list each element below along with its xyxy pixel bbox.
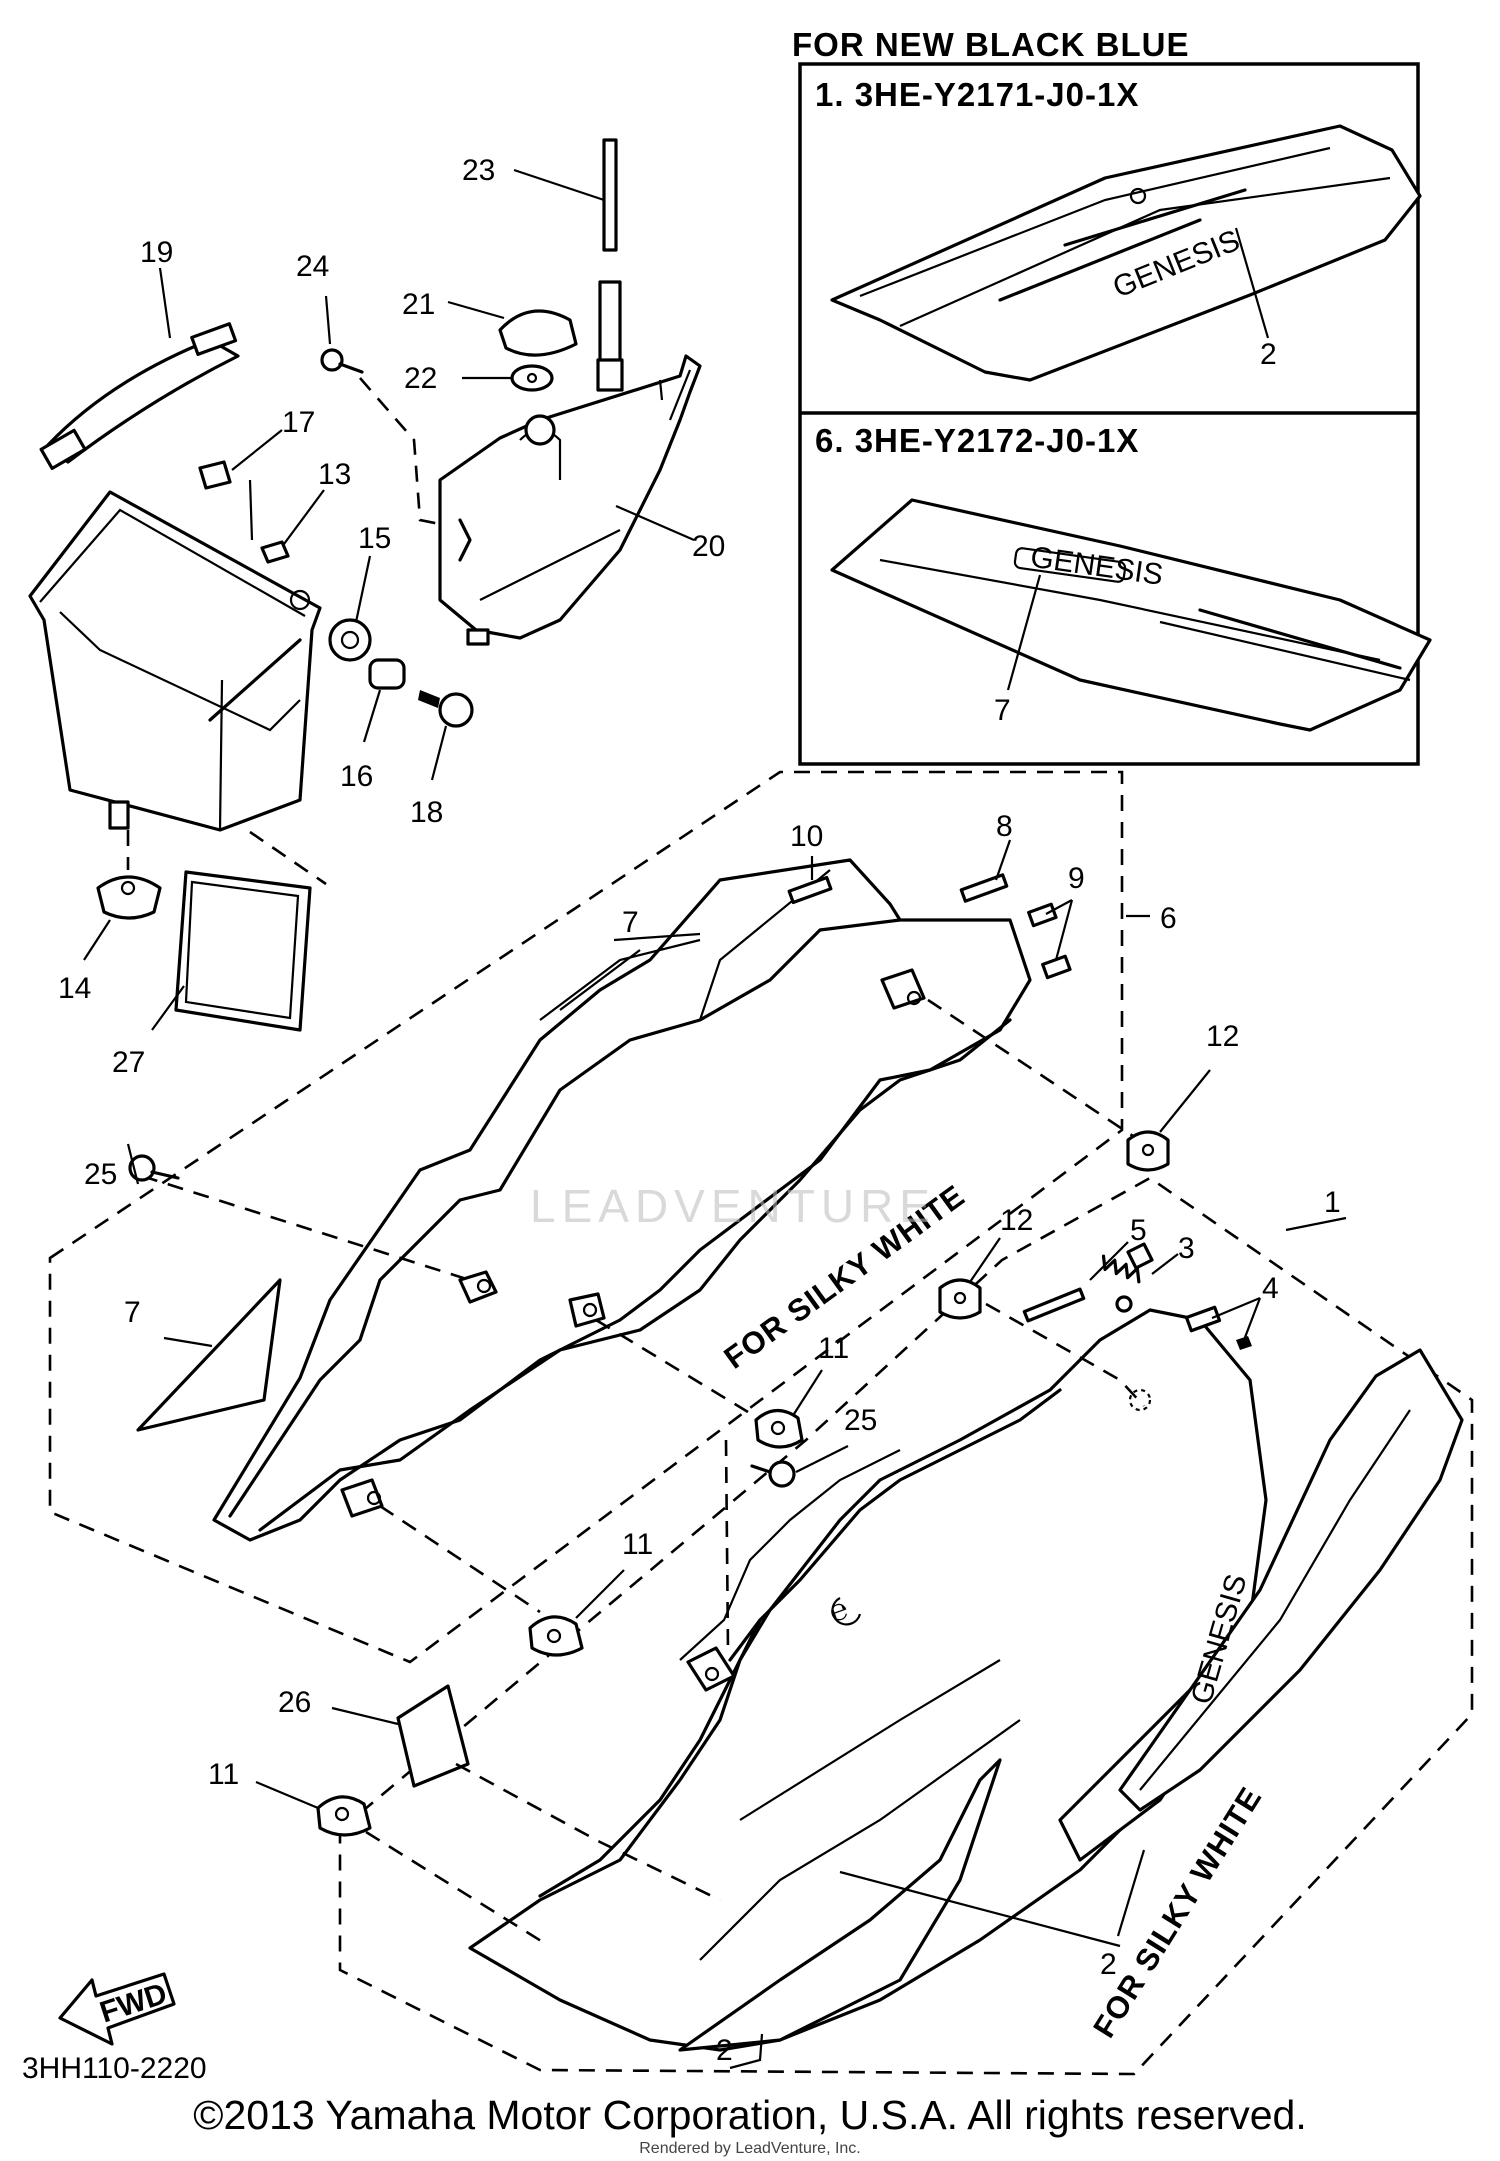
callout-20: 20 [692, 530, 725, 563]
side-cover-group-1: 1 ℮ GENESIS 2 2 5 3 [208, 1176, 1474, 2076]
callout-21: 21 [402, 288, 435, 321]
callout-5: 5 [1130, 1214, 1147, 1247]
callout-12-right: 12 [1206, 1020, 1239, 1053]
battery-pad [174, 870, 312, 1032]
callout-inset-7: 7 [994, 694, 1011, 727]
callout-24: 24 [296, 250, 329, 283]
callout-7-left: 7 [124, 1296, 141, 1329]
callout-11-centre: 11 [818, 1332, 849, 1365]
callout-2-right: 2 [1100, 1948, 1117, 1981]
reflector-26 [396, 1684, 470, 1788]
fwd-label: FWD [96, 1977, 171, 2029]
variant-inset-panel: FOR NEW BLACK BLUE 1. 3HE-Y2171-J0-1X 6.… [792, 26, 1432, 766]
callout-11-left: 11 [208, 1758, 239, 1791]
decal-7-left [136, 1278, 282, 1432]
watermark: LEADVENTURE [530, 1180, 936, 1232]
callout-26: 26 [278, 1686, 311, 1719]
callout-2-bottom: 2 [716, 2034, 733, 2067]
callout-6: 6 [1160, 902, 1177, 935]
callout-1: 1 [1324, 1186, 1341, 1219]
callout-22: 22 [404, 362, 437, 395]
callout-18: 18 [410, 796, 443, 829]
callout-9: 9 [1068, 862, 1085, 895]
battery-strap [46, 338, 240, 464]
callout-8: 8 [996, 810, 1013, 843]
callout-14: 14 [58, 972, 91, 1005]
callout-17: 17 [282, 406, 315, 439]
callout-25-left: 25 [84, 1158, 117, 1191]
callout-27: 27 [112, 1046, 145, 1079]
rendered-by-notice: Rendered by LeadVenture, Inc. [639, 2140, 861, 2157]
diagram-code: 3HH110-2220 [22, 2052, 207, 2085]
variant-6-label: 6. 3HE-Y2172-J0-1X [815, 422, 1139, 459]
callout-13: 13 [318, 458, 351, 491]
callout-23: 23 [462, 154, 495, 187]
fwd-arrow: FWD [58, 1972, 176, 2046]
battery-case [28, 490, 322, 832]
callout-25-centre: 25 [844, 1404, 877, 1437]
callout-11-middle: 11 [622, 1528, 653, 1561]
variant-1-label: 1. 3HE-Y2171-J0-1X [815, 76, 1139, 113]
copyright-notice: ©2013 Yamaha Motor Corporation, U.S.A. A… [193, 2092, 1307, 2138]
reservoir-assembly: 23 21 22 24 20 [296, 138, 725, 646]
upper-side-cover [212, 858, 1032, 1542]
callout-15: 15 [358, 522, 391, 555]
callout-7-upper: 7 [622, 906, 639, 939]
callout-16: 16 [340, 760, 373, 793]
callout-19: 19 [140, 236, 173, 269]
panel-header: FOR NEW BLACK BLUE [792, 26, 1189, 63]
callout-3: 3 [1178, 1232, 1195, 1265]
callout-inset-2: 2 [1260, 338, 1277, 371]
variant-1-side-cover: GENESIS 2 [830, 124, 1422, 382]
callout-12-left: 12 [1000, 1204, 1033, 1237]
callout-4: 4 [1262, 1272, 1279, 1305]
battery-box-assembly: 19 17 13 15 16 18 14 [28, 236, 474, 1079]
callout-10: 10 [790, 820, 823, 853]
stripe-decal-2 [1118, 1348, 1464, 1812]
variant-6-side-cover: GENESIS 7 [830, 498, 1432, 732]
coolant-reservoir [438, 354, 702, 640]
